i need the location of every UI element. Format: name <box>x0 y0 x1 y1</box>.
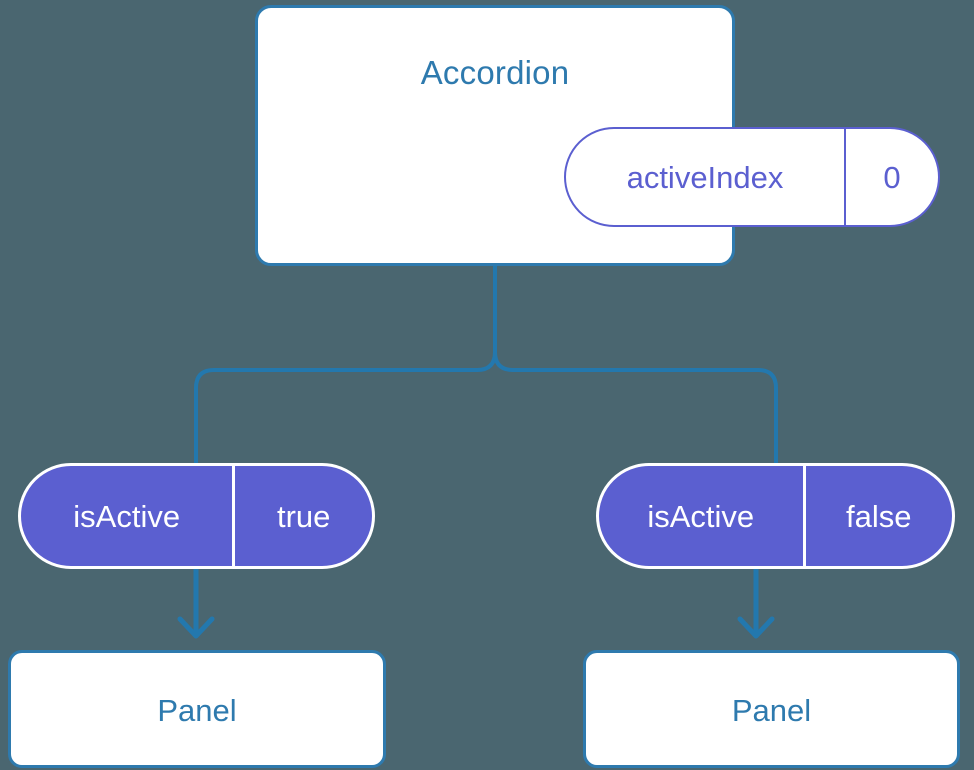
panel-right-state-value: false <box>802 466 952 566</box>
panel-right-component-title: Panel <box>731 692 812 728</box>
arrowhead-left-panel-icon <box>177 616 215 639</box>
panel-right-component-card[interactable]: Panel <box>583 650 960 768</box>
connector-accordion-to-left-state <box>194 264 497 465</box>
panel-left-component-card[interactable]: Panel <box>8 650 386 768</box>
arrowhead-right-panel-icon <box>737 616 775 639</box>
accordion-state-pill[interactable]: activeIndex 0 <box>564 127 940 227</box>
connector-accordion-to-right-state <box>493 264 778 465</box>
panel-left-state-pill[interactable]: isActive true <box>18 463 375 569</box>
accordion-state-key: activeIndex <box>626 159 784 195</box>
accordion-component-card[interactable]: Accordion activeIndex 0 <box>255 5 940 266</box>
panel-right-state-pill[interactable]: isActive false <box>596 463 955 569</box>
accordion-component-title: Accordion <box>420 54 570 91</box>
panel-left-state-key: isActive <box>73 498 181 534</box>
accordion-state-value: 0 <box>844 129 938 225</box>
panel-right-state-key: isActive <box>647 498 755 534</box>
panel-left-state-value: true <box>232 466 372 566</box>
panel-left-component-title: Panel <box>157 692 237 728</box>
